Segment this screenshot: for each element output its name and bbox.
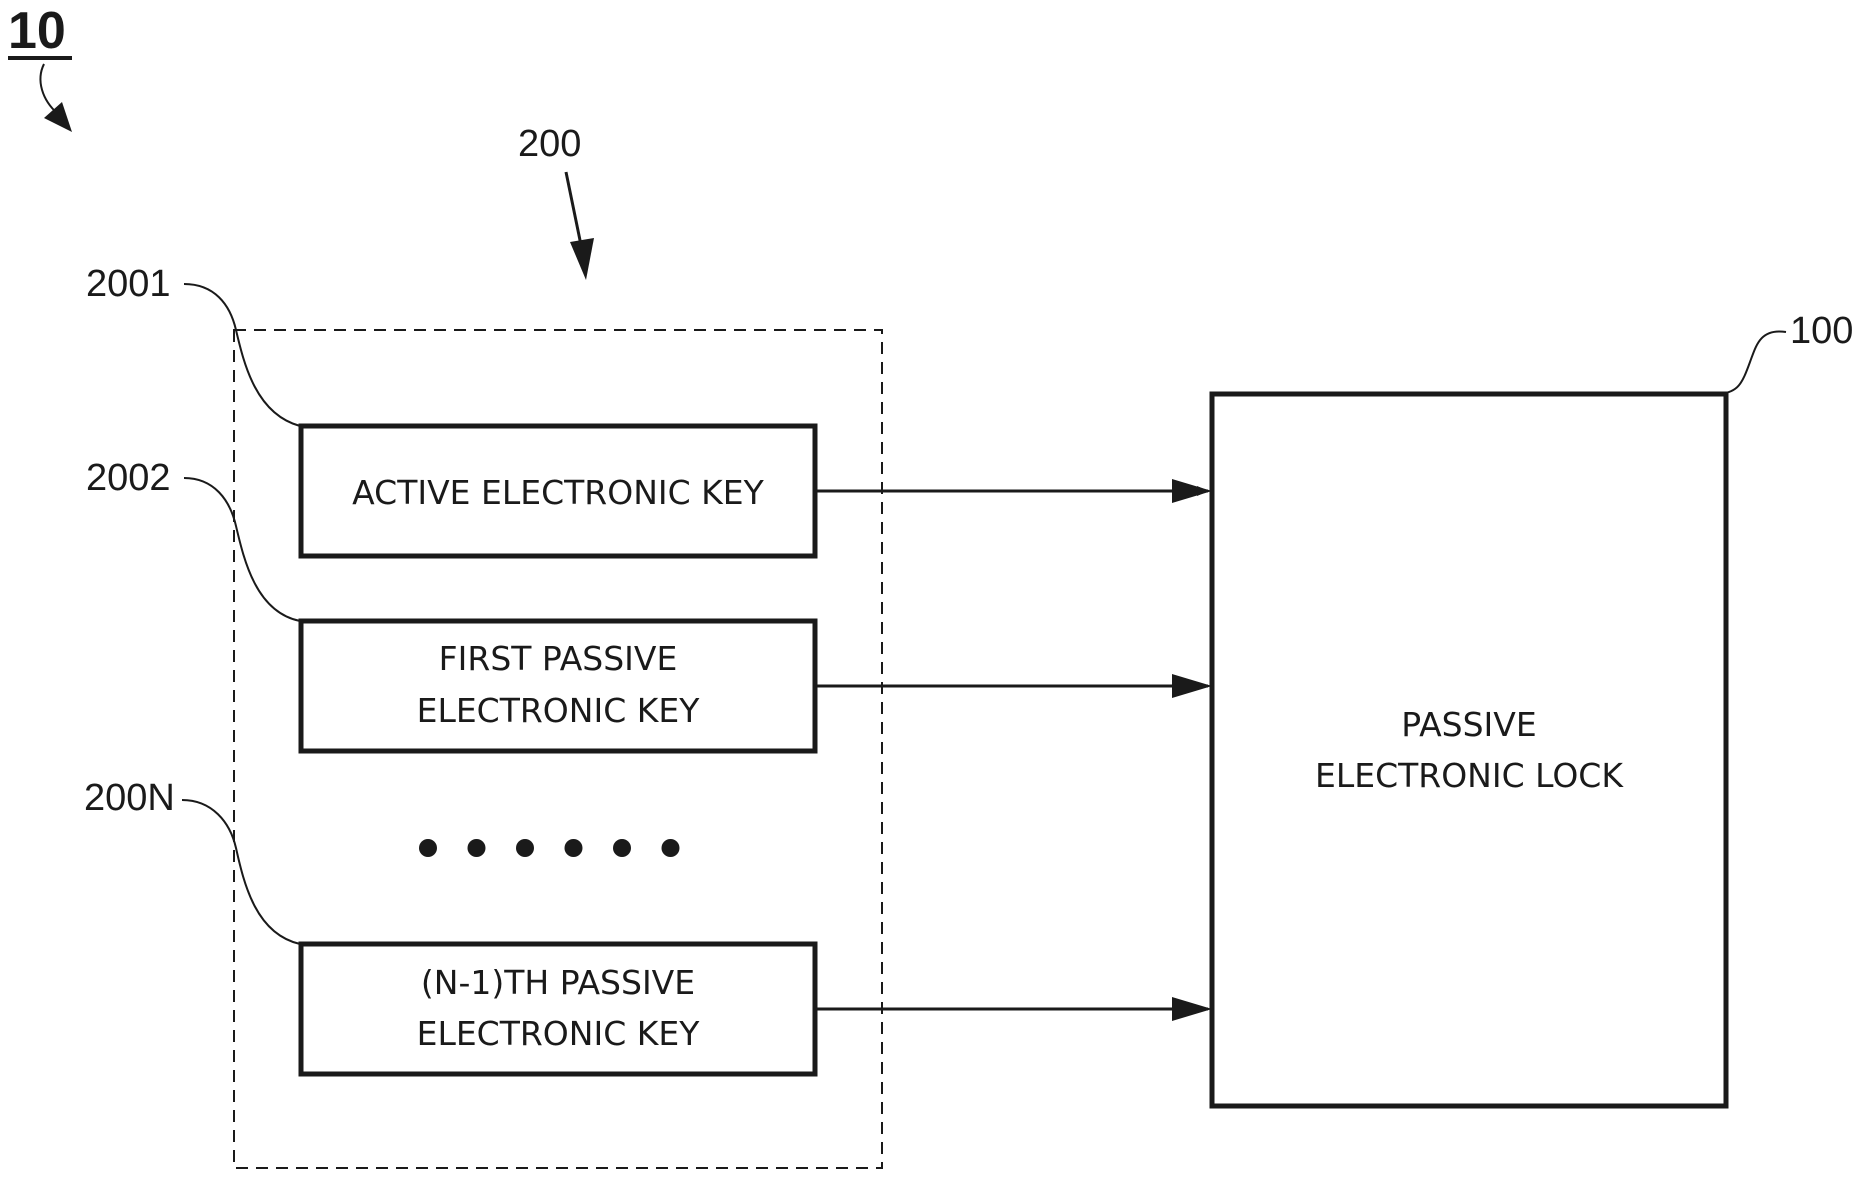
ellipsis-dot bbox=[468, 839, 486, 857]
passive-electronic-lock: PASSIVE ELECTRONIC LOCK bbox=[1212, 394, 1726, 1106]
key-ref-label-2001: 2001 bbox=[86, 263, 171, 305]
figure-label-arrowhead bbox=[44, 102, 72, 132]
arrowhead-key-200n bbox=[1172, 997, 1212, 1021]
key-leader-2001 bbox=[184, 284, 300, 426]
group-ref-label: 200 bbox=[518, 123, 581, 165]
key-label-2001: ACTIVE ELECTRONIC KEY bbox=[352, 473, 764, 512]
lock-label-line-2: ELECTRONIC LOCK bbox=[1315, 756, 1624, 795]
figure-label-arrow bbox=[40, 64, 58, 114]
key-leader-2002 bbox=[184, 478, 300, 621]
active-electronic-key: ACTIVE ELECTRONIC KEY bbox=[301, 426, 815, 556]
ellipsis-dot bbox=[613, 839, 631, 857]
key-ref-label-200n: 200N bbox=[84, 777, 175, 819]
key-leader-200n bbox=[182, 800, 300, 944]
ellipsis-dots bbox=[419, 839, 680, 857]
first-passive-electronic-key: FIRST PASSIVE ELECTRONIC KEY bbox=[301, 621, 815, 751]
lock-ref-leader bbox=[1720, 331, 1786, 394]
key-label-2002-line-2: ELECTRONIC KEY bbox=[417, 691, 701, 730]
group-ref-arrowhead bbox=[570, 238, 594, 280]
key-label-200n-line-1: (N-1)TH PASSIVE bbox=[421, 963, 695, 1002]
ellipsis-dot bbox=[516, 839, 534, 857]
figure-label: 10 bbox=[8, 2, 66, 60]
ellipsis-dot bbox=[419, 839, 437, 857]
nth-passive-electronic-key: (N-1)TH PASSIVE ELECTRONIC KEY bbox=[301, 944, 815, 1074]
ellipsis-dot bbox=[565, 839, 583, 857]
lock-box bbox=[1212, 394, 1726, 1106]
lock-ref-label: 100 bbox=[1790, 310, 1853, 352]
ellipsis-dot bbox=[662, 839, 680, 857]
key-label-200n-line-2: ELECTRONIC KEY bbox=[417, 1014, 701, 1053]
key-ref-label-2002: 2002 bbox=[86, 457, 171, 499]
lock-label-line-1: PASSIVE bbox=[1401, 705, 1536, 744]
arrowhead-key-2001 bbox=[1172, 479, 1212, 503]
key-label-2002-line-1: FIRST PASSIVE bbox=[439, 639, 678, 678]
arrowhead-key-2002 bbox=[1172, 674, 1212, 698]
group-ref-arrow-line bbox=[566, 172, 582, 250]
